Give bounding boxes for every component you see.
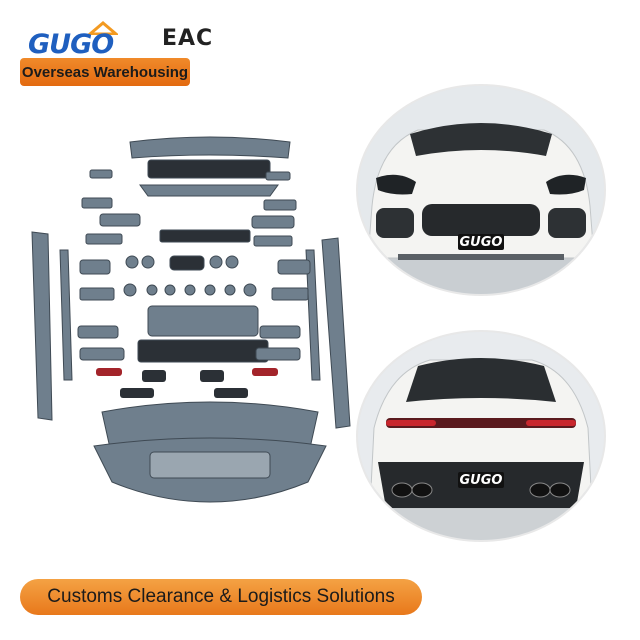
body-kit-parts-image [31,136,351,503]
brand-logo-text: GUGO [28,29,114,60]
exhaust-right [529,482,551,498]
front-bumper-part [129,136,291,159]
brand-logo: GUGO [28,19,128,60]
front-grille-part [147,159,271,179]
side-skirt-left [31,231,53,421]
front-grille [422,204,540,236]
headlight-right [546,174,586,195]
rear-insert-part [149,451,271,479]
headlight-left [376,174,416,195]
rear-frame-part [137,339,269,363]
customs-clearance-badge: Customs Clearance & Logistics Solutions [20,579,422,615]
rear-reflector-left [96,368,122,376]
side-trim-left [59,249,73,381]
overseas-warehousing-badge: Overseas Warehousing [20,58,190,86]
exhaust-left [391,482,413,498]
header-logos: GUGO EAC [28,18,214,60]
rear-reflector-right [252,368,278,376]
rear-panel-part [147,305,259,337]
front-lip-part [139,184,279,197]
front-license-plate [458,234,504,250]
roof-icon [88,21,118,35]
car-rear-photo: GUGO [356,330,606,542]
eac-certification-mark: EAC [162,25,214,51]
rear-plate-text: GUGO [460,473,503,488]
rear-license-plate [458,472,504,488]
side-skirt-right [321,237,351,429]
car-front-photo: GUGO [356,84,606,296]
front-plate-text: GUGO [460,235,503,250]
side-trim-right [305,249,321,381]
